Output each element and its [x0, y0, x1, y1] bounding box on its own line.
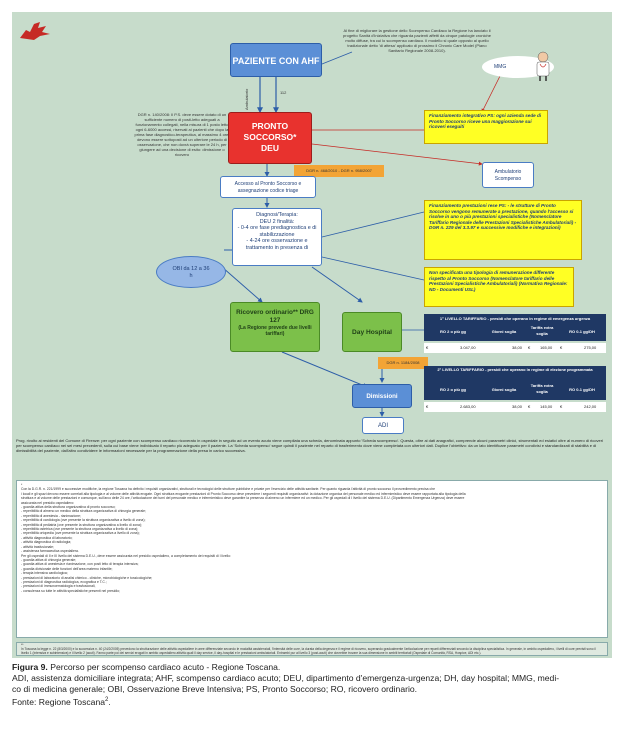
- note-star-line-20: - terapia intensiva cardiologica;: [21, 571, 68, 576]
- caption-footnote: 2: [105, 697, 109, 703]
- note-star-line-6: - reperibilità di almeno un medico della…: [21, 509, 146, 514]
- ps-title-line-3: DEU: [261, 143, 279, 153]
- call-112-label: 112: [280, 90, 287, 95]
- note-star-line-8: - reperibilità di cardiologia (ove prese…: [21, 518, 146, 523]
- funding-services-box: Finanziamento prestazioni rese PS: - le …: [424, 200, 582, 260]
- note-star-line-7: - reperibilità di anestesia - rianimazio…: [21, 513, 81, 518]
- note-star-box: * Con la D.G.R. n. 221/1999 e successive…: [16, 480, 608, 638]
- dimissioni-box: Dimissioni: [352, 384, 412, 408]
- ambulatorio-scompenso-box: Ambulatorio Scompenso: [482, 162, 534, 188]
- table-1-cell-dh: 275,00: [584, 345, 597, 350]
- note-double-star-text: In Toscana la legge n. 22 (8/3/2000) e l…: [21, 646, 596, 655]
- note-star-line-16: Per gli ospedali di II e III livello del…: [21, 553, 231, 558]
- table-1-header-tariffa: Tariffa extra soglia: [526, 323, 558, 341]
- note-star-title: *: [21, 483, 23, 487]
- table-2-cell-currency-2: €: [528, 404, 531, 409]
- dgr-140-note: DGR n. 140/2008: Il P.S. deve essere dot…: [134, 112, 230, 157]
- table-2-cell-tariffa: 145,00: [540, 404, 553, 409]
- note-star-line-18: - guardia attiva di anestesia e rianimaz…: [21, 562, 139, 567]
- note-star-line-11: - reperibilità ortopedia (ove presente l…: [21, 531, 140, 536]
- caption-source: Fonte: Regione Toscana: [12, 696, 106, 707]
- note-star-line-14: - attività trasfusionale;: [21, 544, 54, 549]
- not-specified-box: Non specificata una tipologia di remuner…: [424, 267, 574, 307]
- caption-end: .: [108, 696, 111, 707]
- table-1-header-dh: RO 0-1 gg/DH: [558, 323, 606, 341]
- table-2-cell-giorni: 38,00: [512, 404, 523, 409]
- table-row: € 3.047,00 38,00 € 165,00 € 275,00: [424, 343, 606, 353]
- diagnosis-line-3: - 0-4 ore fase prediagnostica e di stabi…: [237, 225, 317, 238]
- table-1-cell-currency-2: €: [528, 345, 531, 350]
- tariff-table-1-title: 1° LIVELLO TARIFFARIO - presidi che oper…: [424, 314, 606, 323]
- table-1-header-ro: RO 2 o più gg: [424, 323, 482, 341]
- note-star-line-5: - guardia attiva della struttura organiz…: [21, 505, 116, 510]
- diagnosis-box: Diagnosi/Terapia: DEU 2 finalità: - 0-4 …: [232, 208, 322, 266]
- caption-label: Figura 9.: [12, 662, 48, 672]
- diagnosis-line-1: Diagnosi/Terapia:: [256, 212, 298, 218]
- note-star-line-13: - attività diagnostica di radiologia;: [21, 540, 72, 545]
- diagnosis-line-2: DEU 2 finalità:: [259, 218, 295, 225]
- ricovero-subtitle: (La Regione prevede due livelli tariffar…: [238, 325, 312, 337]
- table-2-cell-dh: 242,00: [584, 404, 597, 409]
- tariff-table-2-title: 2° LIVELLO TARIFFARIO - presidi che oper…: [424, 366, 606, 380]
- note-star-line-10: - reperibilità ostetrica (ove presente l…: [21, 527, 139, 532]
- figure-caption: Figura 9. Percorso per scompenso cardiac…: [12, 662, 612, 708]
- ricovero-title: Ricovero ordinario** DRG 127: [236, 309, 314, 324]
- table-2-header-dh: RO 0-1 gg/DH: [558, 380, 606, 400]
- note-star-line-3: struttura e al volume delle prestazioni …: [21, 496, 465, 501]
- table-1-cell-ro: 3.047,00: [460, 345, 476, 350]
- table-2-header-giorni: Giorni soglia: [482, 380, 526, 400]
- caption-line-3: co di medicina generale; OBI, Osservazio…: [12, 684, 418, 694]
- adi-box: ADI: [362, 417, 404, 434]
- diagram-panel: Al fine di migliorare la gestione dello …: [12, 12, 612, 658]
- table-row: € 2.683,00 38,00 € 145,00 € 242,00: [424, 402, 606, 412]
- dgr-orange-note-1: DGR n. 468/2010 - DGR n. 958/2007: [294, 165, 384, 177]
- note-star-line-1: Con la D.G.R. n. 221/1999 e successive m…: [21, 487, 435, 492]
- table-1-header-giorni: Giorni soglia: [482, 323, 526, 341]
- prog-note: Prog. rivolto ai residenti del Comune di…: [16, 438, 603, 453]
- note-star-line-22: - prestazioni di diagnostica radiologica…: [21, 579, 107, 584]
- note-star-line-23: - prestazioni di immunoematologia e tras…: [21, 584, 96, 589]
- note-star-line-12: - attività diagnostica di laboratorio;: [21, 535, 73, 540]
- table-2-header-tariffa: Tariffa extra soglia: [526, 380, 558, 400]
- note-star-line-15: - assistenza farmaceutica ospedaliera.: [21, 549, 79, 554]
- tariff-table-level-1: 1° LIVELLO TARIFFARIO - presidi che oper…: [424, 314, 606, 362]
- note-star-line-4: assicurata nel presidio ospedaliero:: [21, 500, 75, 505]
- regione-toscana-logo: [16, 16, 56, 44]
- table-1-cell-currency: €: [426, 345, 429, 350]
- table-1-cell-tariffa: 165,00: [540, 345, 553, 350]
- pronto-soccorso-box: PRONTO SOCCORSO* DEU: [228, 112, 312, 164]
- doctor-icon: [536, 51, 550, 81]
- ps-title-line-1: PRONTO: [251, 121, 289, 131]
- note-star-line-9: - reperibilità di pediatria (ove present…: [21, 522, 142, 527]
- note-star-line-24: - consulenza su tutte le attività specia…: [21, 588, 120, 593]
- table-2-header-ro: RO 2 o più gg: [424, 380, 482, 400]
- caption-line-2: ADI, assistenza domiciliare integrata; A…: [12, 673, 560, 683]
- table-1-cell-giorni: 38,00: [512, 345, 523, 350]
- note-star-line-17: - guardia attiva di chirurgia generale;: [21, 557, 77, 562]
- note-double-star-box: ** In Toscana la legge n. 22 (8/3/2000) …: [16, 642, 608, 656]
- ambulance-label: Ambulatorio: [244, 88, 249, 110]
- note-star-line-21: - prestazioni di laboratorio di analisi …: [21, 575, 153, 580]
- note-star-line-2: i locali e gli spazi devono essere corre…: [21, 491, 466, 496]
- ricovero-ordinario-box: Ricovero ordinario** DRG 127 (La Regione…: [230, 302, 320, 352]
- diagnosis-line-4: - 4-24 ore osservazione e trattamento in…: [245, 238, 309, 251]
- connector-arrows: [221, 51, 503, 417]
- note-double-star-title: **: [21, 643, 24, 647]
- patient-box: PAZIENTE CON AHF: [230, 43, 322, 77]
- table-2-cell-currency-3: €: [560, 404, 563, 409]
- ps-title-line-2: SOCCORSO*: [243, 132, 297, 142]
- day-hospital-box: Day Hospital: [342, 312, 402, 352]
- dgr-orange-note-2: DGR n. 1184/2008: [378, 357, 428, 369]
- table-1-cell-currency-3: €: [560, 345, 563, 350]
- table-2-cell-ro: 2.683,00: [460, 404, 476, 409]
- caption-title: Percorso per scompenso cardiaco acuto - …: [47, 662, 281, 672]
- triage-box: Accesso al Pronto Soccorso e assegnazion…: [220, 176, 316, 198]
- obi-oval: OBI da 12 a 36 h: [156, 256, 226, 288]
- note-star-line-19: - guardia divisionale delle funzioni del…: [21, 566, 113, 571]
- funding-ps-box: Finanziamento integrativo PS: ogni azien…: [424, 110, 548, 144]
- mmg-bubble: MMG: [482, 56, 554, 78]
- top-note: Al fine di migliorare la gestione dello …: [343, 28, 491, 53]
- tariff-table-level-2: 2° LIVELLO TARIFFARIO - presidi che oper…: [424, 366, 606, 422]
- table-2-cell-currency: €: [426, 404, 429, 409]
